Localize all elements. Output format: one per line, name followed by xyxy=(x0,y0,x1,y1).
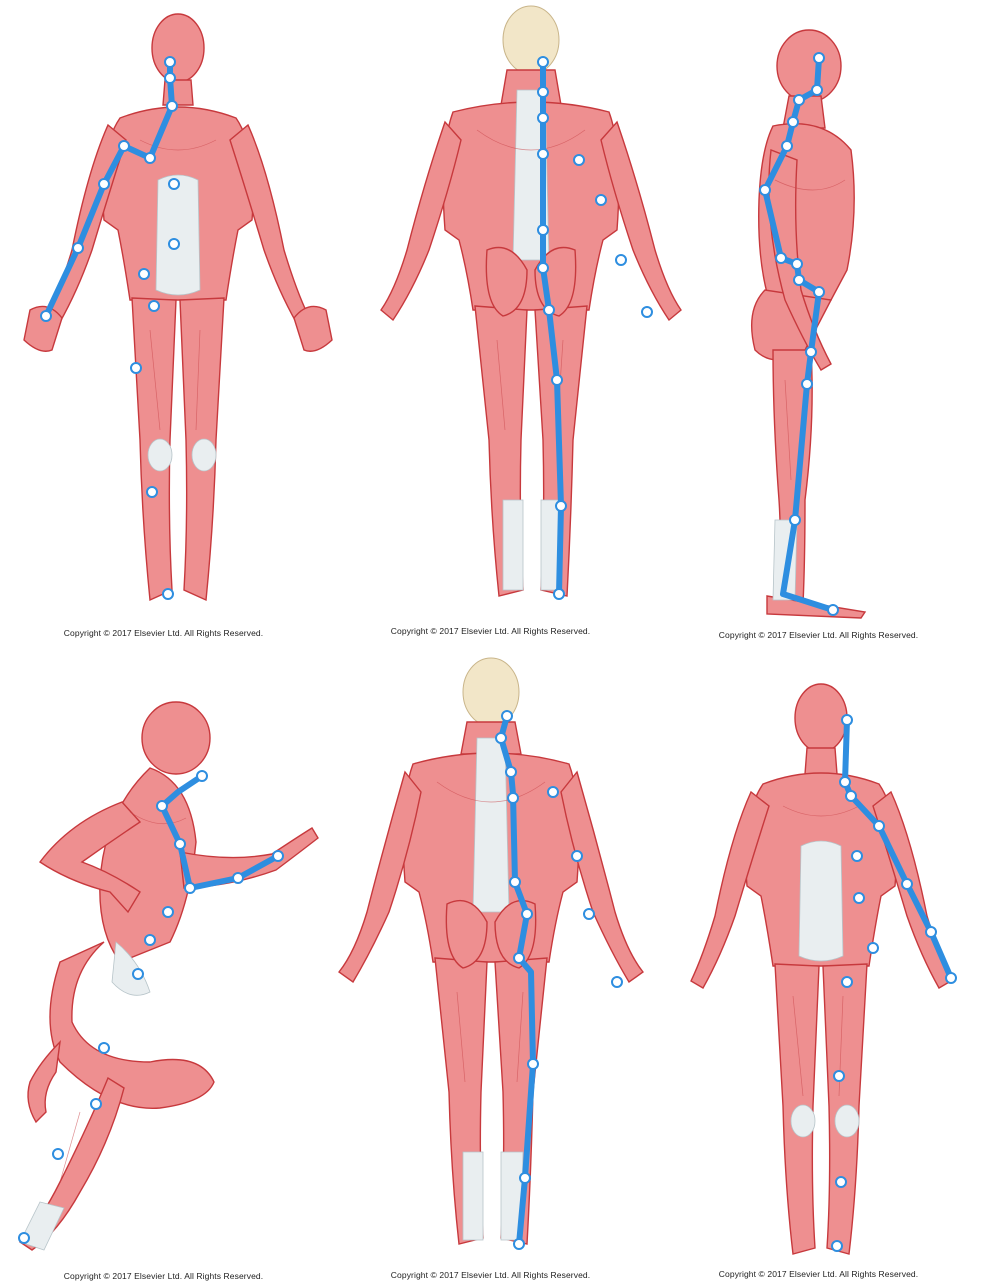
body-silhouette xyxy=(691,684,951,1254)
copyright-caption: Copyright © 2017 Elsevier Ltd. All Right… xyxy=(327,626,654,636)
anatomy-illustration xyxy=(655,0,982,641)
copyright-caption: Copyright © 2017 Elsevier Ltd. All Right… xyxy=(0,628,327,638)
anatomy-illustration xyxy=(0,642,327,1283)
body-silhouette xyxy=(381,6,681,596)
copyright-caption: Copyright © 2017 Elsevier Ltd. All Right… xyxy=(655,630,982,640)
figure-running-lateral: Copyright © 2017 Elsevier Ltd. All Right… xyxy=(0,642,327,1283)
anatomy-illustration xyxy=(327,0,654,641)
figure-lateral-1: Copyright © 2017 Elsevier Ltd. All Right… xyxy=(655,0,982,641)
copyright-caption: Copyright © 2017 Elsevier Ltd. All Right… xyxy=(0,1271,327,1281)
anatomy-illustration xyxy=(655,642,982,1283)
figure-anterior-1: Copyright © 2017 Elsevier Ltd. All Right… xyxy=(0,0,327,641)
body-silhouette xyxy=(339,658,643,1244)
body-silhouette xyxy=(20,702,318,1250)
figure-posterior-1: Copyright © 2017 Elsevier Ltd. All Right… xyxy=(327,0,654,641)
copyright-caption: Copyright © 2017 Elsevier Ltd. All Right… xyxy=(327,1270,654,1280)
anatomy-illustration xyxy=(327,642,654,1283)
figure-anterior-2: Copyright © 2017 Elsevier Ltd. All Right… xyxy=(655,642,982,1283)
figure-posterior-2: Copyright © 2017 Elsevier Ltd. All Right… xyxy=(327,642,654,1283)
copyright-caption: Copyright © 2017 Elsevier Ltd. All Right… xyxy=(655,1269,982,1279)
anatomy-illustration xyxy=(0,0,327,641)
body-silhouette xyxy=(24,14,332,600)
body-silhouette xyxy=(752,30,865,618)
